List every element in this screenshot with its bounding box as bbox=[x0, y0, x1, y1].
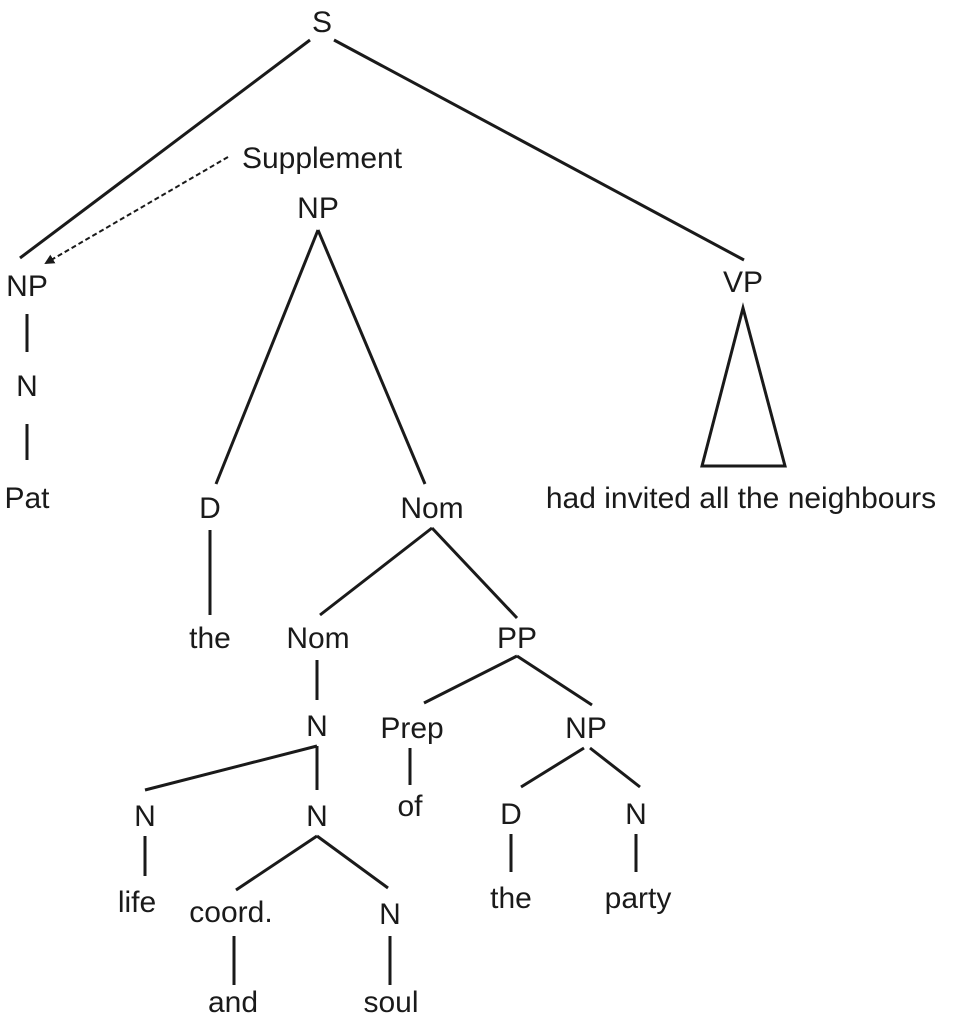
vp-triangle bbox=[700, 302, 787, 468]
node-supplement-np: NP bbox=[297, 192, 339, 225]
edge-pp-prep bbox=[423, 654, 518, 705]
edge-n-coord bbox=[235, 834, 318, 892]
vp-text: had invited all the neighbours bbox=[546, 482, 936, 515]
node-n-first: N bbox=[134, 800, 156, 833]
node-subject-np: NP bbox=[6, 270, 48, 303]
word-life: life bbox=[118, 886, 156, 919]
edge-np-d bbox=[520, 746, 585, 789]
word-soul: soul bbox=[363, 986, 418, 1019]
node-vp: VP bbox=[723, 266, 763, 299]
node-supplement-d: D bbox=[199, 492, 221, 525]
edge-n-n-life bbox=[144, 744, 318, 792]
edge-nom-nom bbox=[319, 526, 433, 617]
word-of: of bbox=[397, 790, 423, 823]
supplement-label: Supplement bbox=[242, 142, 403, 175]
supplement-arrow bbox=[44, 156, 229, 265]
edge-pp-np bbox=[516, 654, 593, 707]
node-pp-np: NP bbox=[565, 712, 607, 745]
tree-labels: S NP N Pat Supplement NP D the Nom Nom N… bbox=[4, 6, 936, 1019]
node-pp-d: D bbox=[500, 798, 522, 831]
edge-n-soul-n bbox=[316, 834, 389, 890]
edge-supp-np-d bbox=[214, 229, 320, 485]
edge-s-vp bbox=[333, 38, 745, 262]
edge-np-n bbox=[589, 746, 641, 789]
word-and: and bbox=[208, 986, 258, 1019]
node-s: S bbox=[312, 6, 332, 39]
edge-s-np bbox=[19, 38, 311, 260]
tree-edges bbox=[19, 38, 787, 985]
word-party: party bbox=[605, 882, 672, 915]
word-pat: Pat bbox=[4, 482, 50, 515]
node-nom-inner: Nom bbox=[286, 622, 349, 655]
node-pp: PP bbox=[497, 622, 537, 655]
edge-supp-np-nom bbox=[316, 229, 427, 485]
node-n-coord: N bbox=[306, 800, 328, 833]
node-coord: coord. bbox=[189, 896, 272, 929]
node-pp-n: N bbox=[625, 798, 647, 831]
node-n-second: N bbox=[379, 898, 401, 931]
node-nom: Nom bbox=[400, 492, 463, 525]
node-prep: Prep bbox=[380, 712, 443, 745]
node-subject-n: N bbox=[16, 370, 38, 403]
node-n-head: N bbox=[306, 710, 328, 743]
word-the-pp: the bbox=[490, 882, 532, 915]
edge-nom-pp bbox=[430, 526, 519, 620]
word-the: the bbox=[189, 622, 231, 655]
